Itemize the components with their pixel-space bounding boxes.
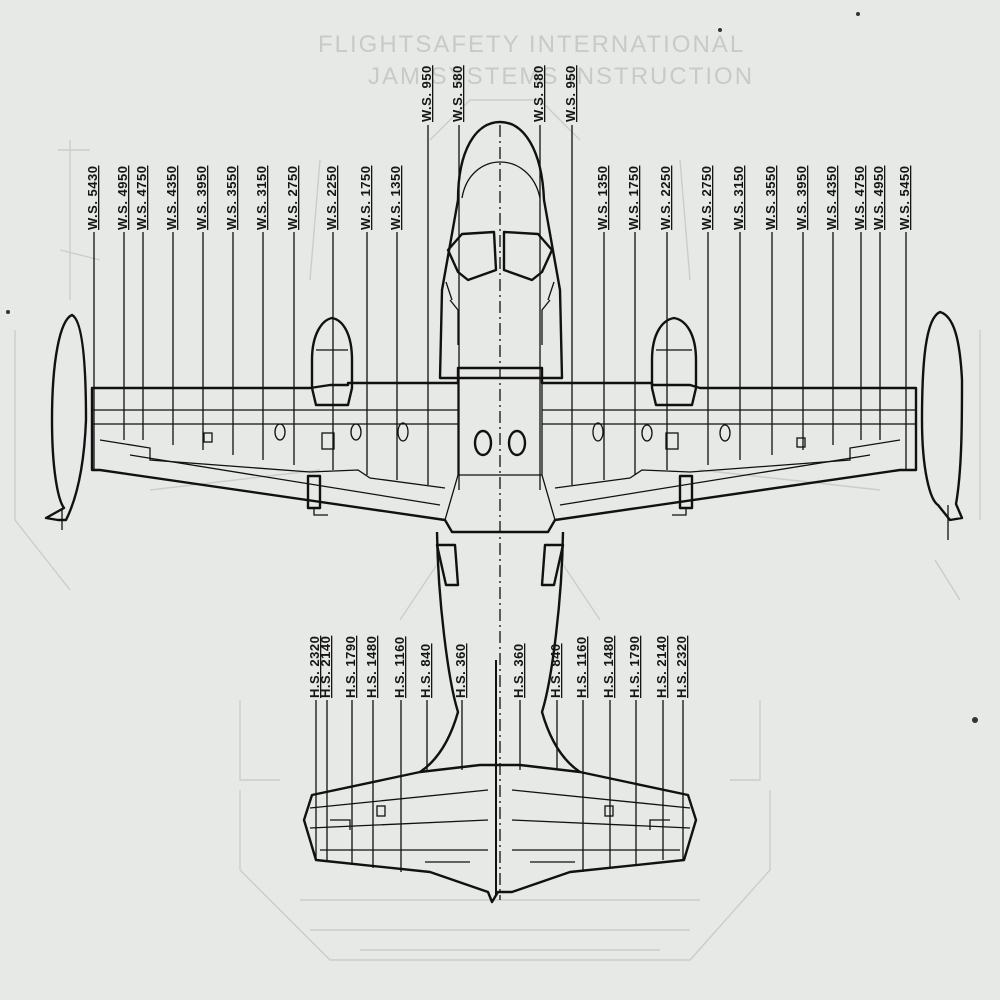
airframe	[44, 120, 964, 904]
ws-label: W.S. 580	[531, 65, 546, 122]
ws-label: W.S. 580	[450, 65, 465, 122]
horizontal-station-labels-right: H.S. 360 H.S. 840 H.S. 1160 H.S. 1480 H.…	[511, 636, 689, 698]
wing-station-lines	[93, 125, 907, 490]
hs-label: H.S. 360	[511, 643, 526, 698]
ws-label: W.S. 1350	[388, 166, 403, 230]
wing-left	[90, 366, 918, 534]
hs-label: H.S. 2320	[307, 636, 322, 698]
ws-label: W.S. 4750	[134, 166, 149, 230]
ws-label: W.S. 950	[419, 65, 434, 122]
ws-label: W.S. 4350	[824, 166, 839, 230]
ws-label: W.S. 4950	[871, 166, 886, 230]
ws-label: W.S. 3150	[731, 166, 746, 230]
nacelle-right	[650, 316, 698, 407]
ghost-header-line-2: JAM SYSTEMS INSTRUCTION	[368, 63, 754, 90]
tip-tank-left	[44, 313, 88, 522]
center-port-right	[507, 429, 527, 457]
ws-label: W.S. 3950	[194, 166, 209, 230]
hs-label: H.S. 1160	[392, 636, 407, 698]
ws-label: W.S. 1750	[358, 166, 373, 230]
ghost-show-through: FLIGHTSAFETY INTERNATIONAL JAM SYSTEMS I…	[14, 31, 981, 961]
tip-tank-right	[920, 310, 964, 522]
hs-label: H.S. 840	[548, 643, 563, 698]
hs-label: H.S. 2320	[674, 636, 689, 698]
hs-label: H.S. 1480	[364, 636, 379, 698]
hs-label: H.S. 840	[418, 643, 433, 698]
ghost-header-line-1: FLIGHTSAFETY INTERNATIONAL	[318, 31, 745, 58]
hs-label: H.S. 2140	[318, 636, 333, 698]
ws-label: W.S. 2750	[285, 166, 300, 230]
ws-label: W.S. 4350	[164, 166, 179, 230]
ws-label: W.S. 2250	[658, 166, 673, 230]
hs-label: H.S. 1790	[343, 636, 358, 698]
ws-label: W.S. 3550	[224, 166, 239, 230]
nacelle-left	[310, 316, 354, 407]
wing-station-labels-left: W.S. 5430 W.S. 4950 W.S. 4750 W.S. 4350 …	[85, 65, 465, 230]
hs-label: H.S. 1790	[627, 636, 642, 698]
cockpit-window-right	[502, 230, 554, 282]
horizontal-stabilizer	[302, 763, 698, 904]
center-port-left	[473, 429, 493, 457]
ws-label: W.S. 3550	[763, 166, 778, 230]
wing-station-labels-right: W.S. 580 W.S. 950 W.S. 1350 W.S. 1750 W.…	[531, 65, 912, 230]
ws-label: W.S. 1350	[595, 166, 610, 230]
ws-label: W.S. 5430	[85, 166, 100, 230]
ws-label: W.S. 4750	[852, 166, 867, 230]
ws-label: W.S. 1750	[626, 166, 641, 230]
horizontal-station-lines	[315, 700, 684, 872]
horizontal-station-labels-left: H.S. 2320 H.S. 2140 H.S. 1790 H.S. 1480 …	[307, 636, 468, 698]
ws-label: W.S. 5450	[897, 166, 912, 230]
hs-label: H.S. 1480	[601, 636, 616, 698]
hs-label: H.S. 360	[453, 643, 468, 698]
ws-label: W.S. 3150	[254, 166, 269, 230]
cockpit-window-left	[446, 230, 498, 282]
ws-label: W.S. 950	[563, 65, 578, 122]
fuselage-aft	[419, 531, 581, 773]
fuselage-nose	[438, 120, 564, 380]
ws-label: W.S. 2750	[699, 166, 714, 230]
hs-label: H.S. 2140	[654, 636, 669, 698]
ws-label: W.S. 2250	[324, 166, 339, 230]
ws-label: W.S. 3950	[794, 166, 809, 230]
ws-label: W.S. 4950	[115, 166, 130, 230]
hs-label: H.S. 1160	[574, 636, 589, 698]
